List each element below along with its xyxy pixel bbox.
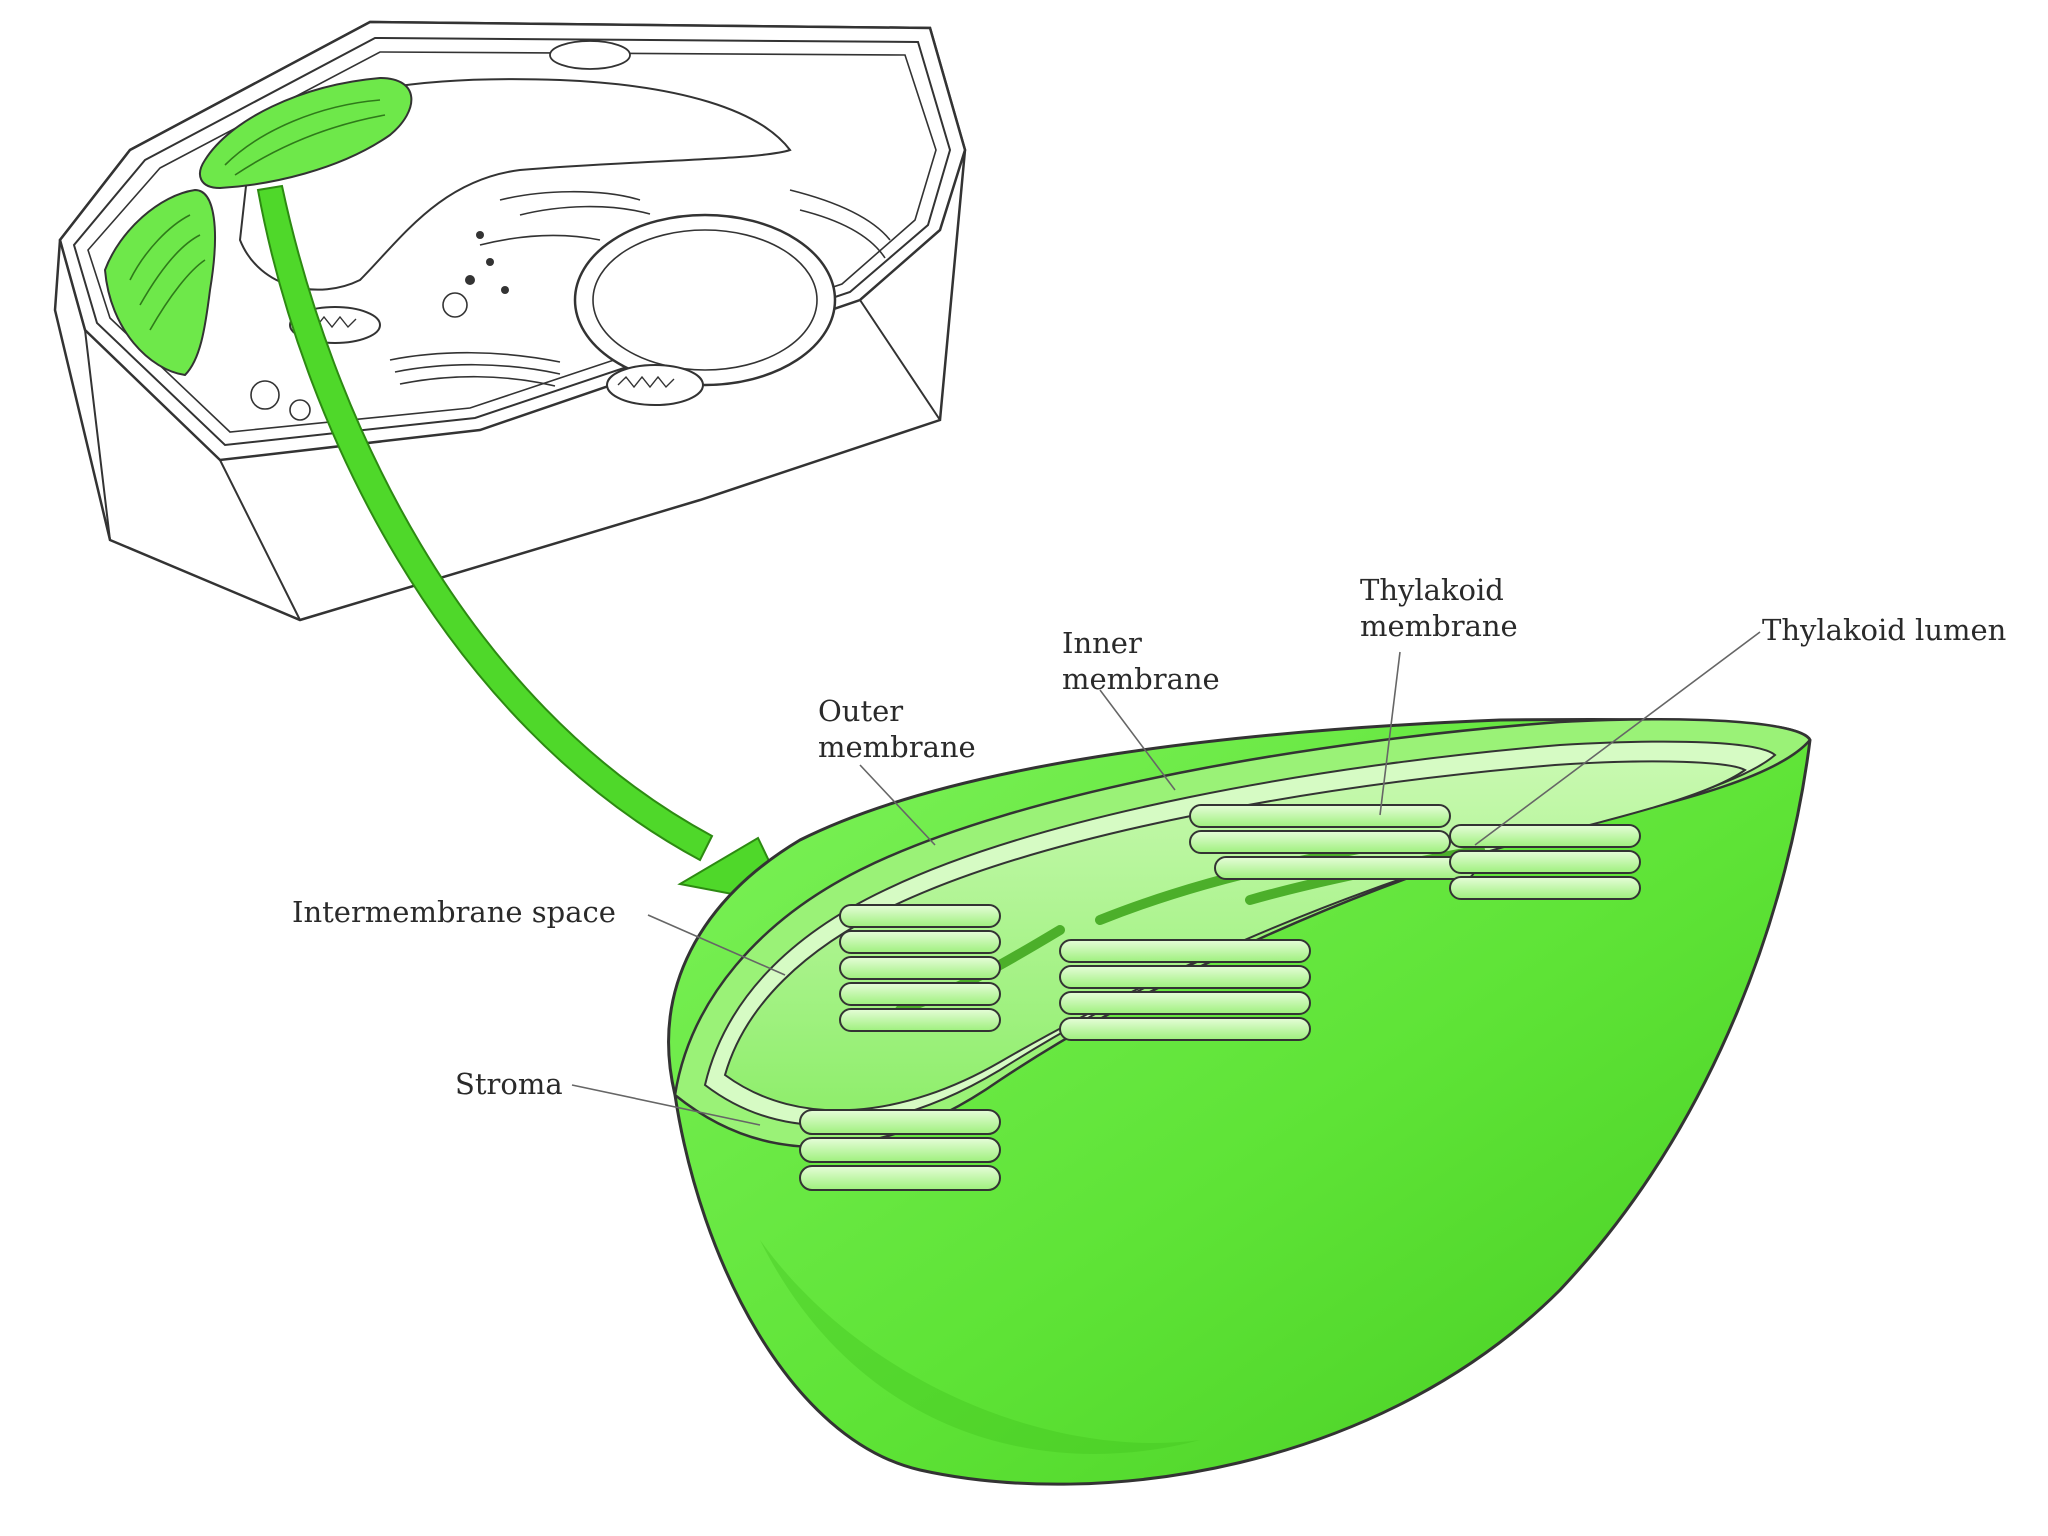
cell-chloroplast-lower — [103, 188, 216, 377]
leader-thylakoid-lumen — [1474, 631, 1761, 846]
label-inner-membrane-line1: Inner — [1062, 626, 1142, 660]
leader-outer-membrane — [859, 764, 936, 846]
granum-stack-1 — [799, 1109, 1001, 1191]
label-stroma: Stroma — [455, 1067, 563, 1101]
leader-stroma — [571, 1084, 761, 1126]
plant-cell-illustration — [53, 20, 967, 622]
label-outer-membrane: Outer membrane — [818, 693, 976, 765]
label-thylakoid-membrane-line1: Thylakoid — [1360, 573, 1504, 607]
leader-inner-membrane — [1099, 689, 1176, 791]
granum-stack-5 — [1449, 824, 1641, 900]
leader-lines — [571, 631, 1761, 1126]
granum-stack-3 — [1059, 939, 1311, 1041]
leader-intermembrane-space — [647, 914, 786, 976]
label-inner-membrane: Inner membrane — [1062, 625, 1220, 697]
label-inner-membrane-line2: membrane — [1062, 662, 1220, 696]
label-intermembrane-space: Intermembrane space — [292, 895, 616, 929]
label-outer-membrane-line1: Outer — [818, 694, 904, 728]
label-thylakoid-membrane-line2: membrane — [1360, 609, 1518, 643]
label-outer-membrane-line2: membrane — [818, 730, 976, 764]
granum-stack-2 — [839, 904, 1001, 1032]
leader-thylakoid-membrane — [1379, 651, 1401, 816]
granum-stack-4 — [1189, 804, 1476, 880]
label-thylakoid-lumen: Thylakoid lumen — [1762, 613, 2007, 647]
label-thylakoid-membrane: Thylakoid membrane — [1360, 572, 1518, 644]
cell-chloroplast-upper — [199, 76, 413, 190]
chloroplast-cutaway — [667, 717, 1812, 1486]
